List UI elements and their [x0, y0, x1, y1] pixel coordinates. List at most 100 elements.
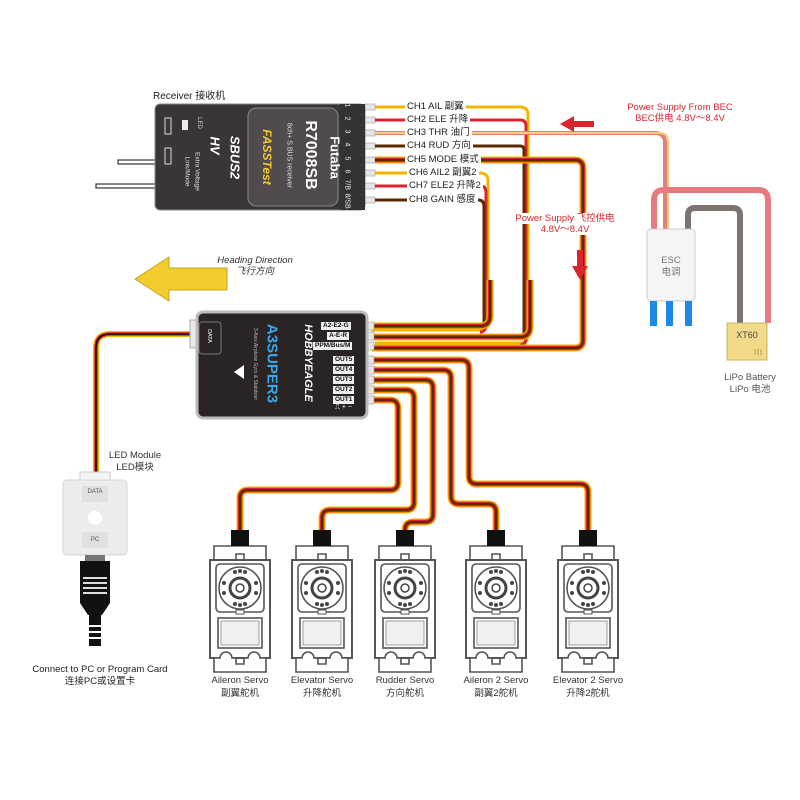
- channel-label: CH5 MODE 模式: [405, 154, 481, 165]
- receiver-brand: Futaba: [327, 136, 343, 179]
- bec-power-arrow-icon: [560, 116, 594, 132]
- pc-connect-label-cn: 连接PC或设置卡: [64, 676, 136, 687]
- led-label: LED: [196, 117, 202, 129]
- receiver-model: R7008SB: [302, 120, 319, 190]
- xt60-label: XT60: [736, 330, 758, 340]
- servo-name: Rudder Servo: [375, 675, 435, 686]
- fc-output-port-label: OUT2: [333, 386, 355, 394]
- esc-battery-positive: [651, 187, 771, 323]
- esc-battery-negative: [685, 205, 743, 323]
- receiver-port-connector: [364, 169, 376, 177]
- out4-lead: [372, 369, 497, 530]
- fc-input-port-label: A2-E2-G: [321, 322, 351, 330]
- servo-icon: [373, 528, 437, 674]
- receiver-port-connector: [364, 103, 376, 111]
- servo-icon: [464, 528, 528, 674]
- input-aer-lead: [372, 280, 531, 338]
- input-a2e2g-lead: [372, 280, 491, 327]
- channel-label: CH6 AIL2 副翼2: [407, 167, 479, 178]
- receiver-port-number: 4: [343, 142, 351, 147]
- receiver-port-connector: [364, 142, 376, 150]
- sbus2-logo: SBUS2: [227, 135, 243, 180]
- fc-pin-legend: ⎍ + −: [335, 404, 352, 411]
- servo-name: Aileron Servo: [211, 675, 269, 686]
- fc-power-arrow-icon: [572, 250, 588, 280]
- fc-brand: HOBBYEAGLE: [302, 324, 314, 402]
- fc-input-port-label: PPM/Bus/M: [313, 342, 353, 350]
- battery-label: LiPo Battery: [724, 372, 776, 383]
- out2-lead: [321, 389, 415, 530]
- led-pc-port-label: PC: [90, 537, 100, 543]
- channel-label: CH2 ELE 升降: [405, 114, 471, 125]
- channel-label: CH1 AIL 副翼: [405, 101, 466, 112]
- receiver-port-number: 5: [343, 156, 351, 161]
- servo-name-cn: 副翼2舵机: [474, 688, 518, 699]
- led-data-lead: [95, 333, 190, 472]
- receiver-port-connector: [364, 116, 376, 124]
- fc-description: 3-Axis Airplane Gyro & Stabilizer: [252, 327, 258, 401]
- receiver-port-connector: [364, 182, 376, 190]
- servo-label: Elevator 2 Servo 升降2舵机: [538, 674, 638, 700]
- esc-label-cn: 电调: [661, 267, 681, 278]
- esc-label: ESC: [661, 255, 681, 266]
- channel-label: CH7 ELE2 升降2: [407, 180, 483, 191]
- receiver-port-connector: [364, 129, 376, 137]
- fasst-logo: FASSTest: [260, 129, 274, 185]
- heading-arrow-icon: [234, 365, 244, 379]
- channel-label: CH8 GAIN 感度: [407, 194, 478, 205]
- fc-power-voltage: 4.8V～8.4V: [540, 224, 590, 235]
- antenna-wire: [117, 159, 161, 165]
- heading-direction-arrow-icon: [134, 256, 228, 302]
- input-a2e2g-lead: [372, 280, 493, 329]
- xt60-connector: [726, 322, 768, 361]
- receiver-port-number: 8/SB: [343, 193, 351, 209]
- led-module: [62, 471, 128, 646]
- servo-name: Elevator 2 Servo: [552, 675, 624, 686]
- receiver-port-connector: [364, 196, 376, 204]
- fc-input-port-label: A-E-R: [327, 332, 350, 340]
- receiver-subtitle: 8ch+ S.BUS receiver: [285, 122, 293, 189]
- fc-output-port-label: OUT1: [333, 396, 355, 404]
- receiver-port-connector: [364, 156, 376, 164]
- fc-output-port-label: OUT4: [333, 366, 355, 374]
- antenna-wire: [95, 183, 161, 189]
- battery-label-cn: LiPo 电池: [729, 384, 771, 395]
- led-module-label: LED Module: [108, 450, 162, 461]
- fc-model: A3SUPER3: [263, 323, 281, 404]
- servo-name-cn: 升降2舵机: [566, 688, 610, 699]
- fc-power-title: Power Supply 飞控供电: [515, 213, 615, 224]
- out5-lead: [372, 359, 589, 530]
- bec-power-title: Power Supply From BEC: [627, 102, 733, 113]
- fc-output-port-label: OUT3: [333, 376, 355, 384]
- receiver-label: Receiver 接收机: [153, 91, 226, 102]
- receiver-port-number: 2: [343, 116, 351, 121]
- fc-output-port-label: OUT5: [333, 356, 355, 364]
- receiver: [95, 103, 366, 211]
- wire-layer: [93, 103, 771, 531]
- receiver-port-number: 6: [343, 169, 351, 174]
- out3-lead: [372, 379, 434, 531]
- servo-icon: [208, 528, 272, 674]
- led-module-label-cn: LED模块: [116, 462, 154, 473]
- channel-label: CH3 THR 油门: [405, 127, 472, 138]
- servo-name: Elevator Servo: [290, 675, 354, 686]
- pc-connect-label: Connect to PC or Program Card: [32, 664, 168, 675]
- ch8-wire: [375, 198, 486, 327]
- fc-data-port-label: DATA: [206, 329, 212, 343]
- heading-direction-cn: 飞行方向: [235, 266, 274, 277]
- channel-label: CH4 RUD 方向: [405, 140, 473, 151]
- ch2-wire: [375, 118, 528, 347]
- ch4-wire: [375, 144, 526, 340]
- flight-controller: [189, 310, 369, 420]
- input-a2e2g-lead: [372, 280, 494, 330]
- receiver-port-number: 7/B: [343, 179, 351, 191]
- ch3-wire: [375, 132, 669, 229]
- hv-logo: HV: [207, 136, 223, 155]
- servo-icon: [556, 528, 620, 674]
- link-mode-label: Link/Mode: [183, 156, 191, 187]
